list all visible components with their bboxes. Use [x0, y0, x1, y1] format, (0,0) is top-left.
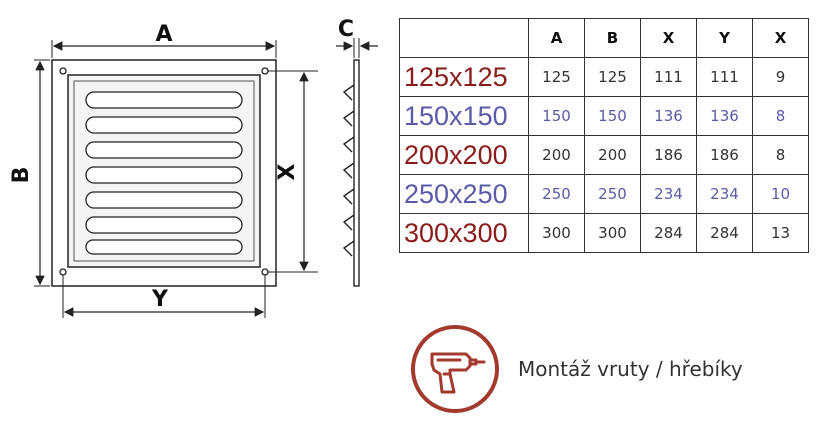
louvers [85, 91, 243, 255]
table-row: 125x125 125 125 111 111 9 [399, 57, 809, 97]
table-row: 250x250 250 250 234 234 10 [399, 174, 809, 214]
value-cell: 136 [696, 96, 753, 136]
installation-info: Montáž vruty / hřebíky [410, 324, 743, 414]
value-cell: 284 [696, 213, 753, 253]
table-row: 200x200 200 200 186 186 8 [399, 135, 809, 175]
value-cell: 111 [696, 57, 753, 97]
dimension-label-c: C [338, 17, 354, 42]
value-cell: 150 [528, 96, 585, 136]
table-row: 300x300 300 300 284 284 13 [399, 213, 809, 253]
table-corner-cell [399, 18, 529, 58]
dimension-label-a: A [155, 22, 172, 47]
table-header-cell: X [752, 18, 809, 58]
value-cell: 200 [528, 135, 585, 175]
table-row: 150x150 150 150 136 136 8 [399, 96, 809, 136]
table-header-cell: A [528, 18, 585, 58]
value-cell: 234 [640, 174, 697, 214]
table-header-row: A B X Y X [399, 18, 809, 58]
table-header-cell: B [584, 18, 641, 58]
screw-hole [59, 67, 67, 75]
value-cell: 300 [584, 213, 641, 253]
value-cell: 250 [584, 174, 641, 214]
value-cell: 125 [528, 57, 585, 97]
value-cell: 186 [696, 135, 753, 175]
installation-label: Montáž vruty / hřebíky [518, 357, 743, 381]
value-cell: 186 [640, 135, 697, 175]
size-cell: 150x150 [399, 96, 529, 136]
value-cell: 300 [528, 213, 585, 253]
value-cell: 150 [584, 96, 641, 136]
dimension-label-x: X [275, 163, 300, 180]
table-header-cell: Y [696, 18, 753, 58]
size-cell: 200x200 [399, 135, 529, 175]
value-cell: 10 [752, 174, 809, 214]
value-cell: 250 [528, 174, 585, 214]
size-cell: 250x250 [399, 174, 529, 214]
size-spec-table: A B X Y X 125x125 125 125 111 111 9 150x… [399, 18, 809, 253]
value-cell: 8 [752, 135, 809, 175]
grille-side-profile [342, 59, 360, 287]
value-cell: 125 [584, 57, 641, 97]
value-cell: 234 [696, 174, 753, 214]
dimension-label-y: Y [151, 287, 169, 312]
table-header-cell: X [640, 18, 697, 58]
value-cell: 8 [752, 96, 809, 136]
drill-icon [411, 325, 499, 413]
dimension-label-b: B [9, 167, 34, 184]
value-cell: 111 [640, 57, 697, 97]
value-cell: 284 [640, 213, 697, 253]
value-cell: 200 [584, 135, 641, 175]
size-cell: 300x300 [399, 213, 529, 253]
size-cell: 125x125 [399, 57, 529, 97]
grille-technical-drawing: A B X Y C [9, 17, 378, 318]
value-cell: 13 [752, 213, 809, 253]
value-cell: 136 [640, 96, 697, 136]
value-cell: 9 [752, 57, 809, 97]
